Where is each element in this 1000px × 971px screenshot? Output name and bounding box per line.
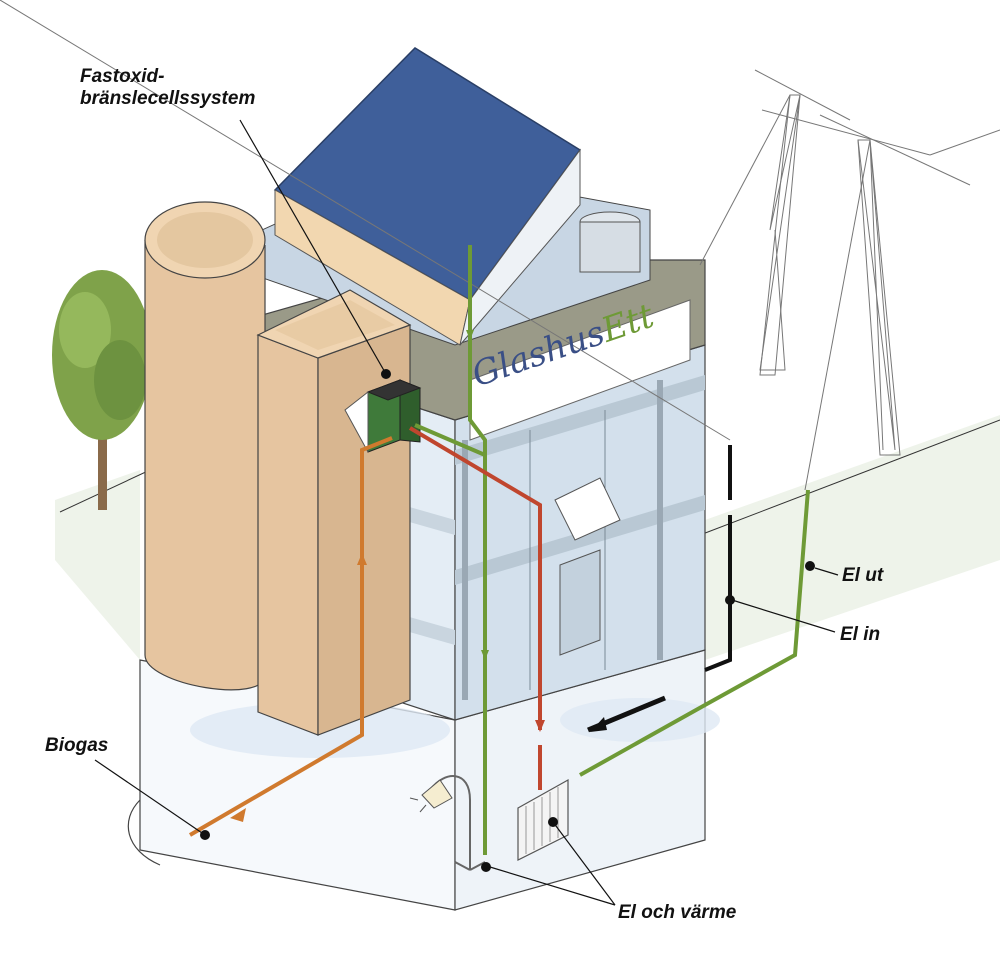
ground <box>55 415 1000 660</box>
label-el-och-varme: El och värme <box>618 902 737 923</box>
tree-icon <box>52 270 152 510</box>
label-fuel-cell-line1: Fastoxid- <box>80 66 165 87</box>
heat-flow <box>408 426 545 790</box>
radiator-icon <box>517 778 569 861</box>
round-tower <box>144 201 266 691</box>
label-biogas: Biogas <box>45 735 109 756</box>
label-fuel-cell-line2: bränslecellssystem <box>80 88 256 109</box>
power-pylon-icon <box>0 0 1000 491</box>
electricity-out-flow <box>414 245 810 855</box>
lamp-icon <box>409 775 486 871</box>
callout-dots <box>200 369 815 872</box>
label-fuel-cell: Fastoxid- bränslecellssystem <box>80 66 255 110</box>
stair-tower <box>256 289 412 736</box>
electricity-in-flow <box>587 445 732 733</box>
biogas-flow <box>188 436 393 837</box>
label-el-in: El in <box>840 624 881 645</box>
label-el-ut: El ut <box>842 565 884 586</box>
callout-leaders <box>94 119 839 906</box>
